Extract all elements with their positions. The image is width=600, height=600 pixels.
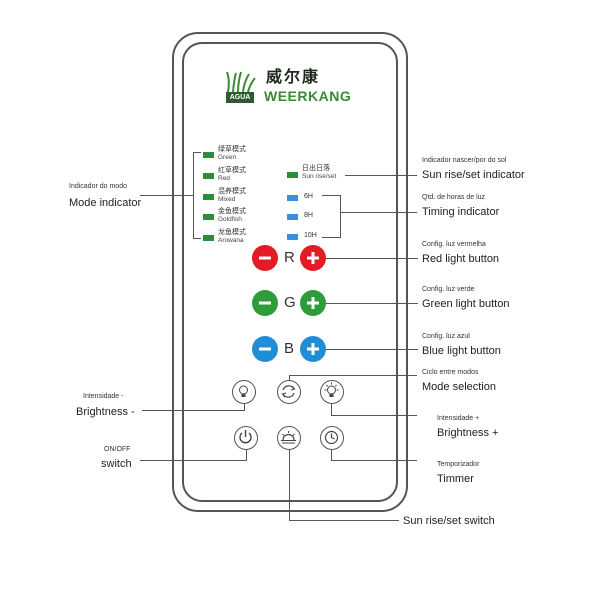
mode-led-green bbox=[203, 152, 214, 158]
mode-cn-label: 绿草模式 bbox=[218, 146, 246, 153]
annotation-sun-switch-en: Sun rise/set switch bbox=[403, 515, 495, 527]
plus-icon bbox=[307, 252, 319, 264]
timing-label-8h: 8H bbox=[304, 212, 313, 219]
timing-led-8h bbox=[287, 214, 298, 220]
sun-indicator-led bbox=[287, 172, 298, 178]
remote-body-outline bbox=[172, 32, 408, 512]
green-minus-button[interactable] bbox=[252, 290, 278, 316]
sun-en-label: Sun rise/set bbox=[302, 173, 337, 180]
annotation-mode-indicator-pt: Indicador do modo bbox=[69, 183, 127, 190]
timer-button[interactable] bbox=[320, 426, 344, 450]
plus-icon bbox=[307, 343, 319, 355]
annotation-brightness-plus-en: Brightness + bbox=[437, 427, 499, 439]
sun-rise-set-button[interactable] bbox=[277, 426, 301, 450]
annotation-mode-selection-en: Mode selection bbox=[422, 381, 496, 393]
annotation-timer-pt: Temporizador bbox=[437, 461, 480, 468]
mode-cn-label: 龙鱼模式 bbox=[218, 229, 246, 236]
mode-selection-button[interactable] bbox=[277, 380, 301, 404]
timing-label-6h: 6H bbox=[304, 193, 313, 200]
bulb-bright-icon bbox=[324, 382, 339, 397]
mode-cn-label: 混养模式 bbox=[218, 188, 246, 195]
brightness-minus-button[interactable] bbox=[232, 380, 256, 404]
minus-icon bbox=[259, 256, 271, 260]
brightness-plus-button[interactable] bbox=[320, 380, 344, 404]
annotation-sun-indicator-en: Sun rise/set indicator bbox=[422, 169, 525, 181]
power-button[interactable] bbox=[234, 426, 258, 450]
annotation-green-pt: Config. luz verde bbox=[422, 286, 475, 293]
logo-brand-text: WEERKANG bbox=[264, 88, 352, 104]
mode-en-label: Mixed bbox=[218, 196, 236, 203]
blue-letter: B bbox=[284, 340, 295, 357]
annotation-brightness-plus-pt: Intensidade + bbox=[437, 415, 480, 422]
timing-label-10h: 10H bbox=[304, 232, 317, 239]
minus-icon bbox=[259, 347, 271, 351]
mode-en-label: Green bbox=[218, 154, 237, 161]
mode-en-label: Goldfish bbox=[218, 216, 242, 223]
annotation-mode-selection-pt: Ciclo entre modos bbox=[422, 369, 479, 376]
annotation-red-en: Red light button bbox=[422, 253, 500, 265]
annotation-timing-pt: Qtd. de horas de luz bbox=[422, 194, 486, 201]
bulb-dim-icon bbox=[239, 385, 248, 397]
annotation-blue-en: Blue light button bbox=[422, 345, 501, 357]
annotation-mode-indicator-en: Mode indicator bbox=[69, 197, 142, 209]
mode-led-red bbox=[203, 173, 214, 179]
red-plus-button[interactable] bbox=[300, 245, 326, 271]
annotation-brightness-minus-pt: Intensidade - bbox=[83, 393, 124, 400]
red-letter: R bbox=[284, 249, 295, 266]
annotation-onoff-pt: ON/OFF bbox=[104, 446, 131, 453]
red-minus-button[interactable] bbox=[252, 245, 278, 271]
logo-chinese-text: 威尔康 bbox=[266, 67, 321, 86]
cycle-icon bbox=[281, 385, 296, 398]
annotation-timing-en: Timing indicator bbox=[422, 206, 500, 218]
green-letter: G bbox=[284, 294, 296, 311]
green-plus-button[interactable] bbox=[300, 290, 326, 316]
mode-led-mixed bbox=[203, 194, 214, 200]
blue-plus-button[interactable] bbox=[300, 336, 326, 362]
mode-cn-label: 红草模式 bbox=[218, 167, 246, 174]
mode-en-label: Arowana bbox=[218, 237, 244, 244]
annotation-brightness-minus-en: Brightness - bbox=[76, 406, 135, 418]
grass-logo-icon bbox=[226, 71, 256, 93]
sun-cn-label: 日出日落 bbox=[302, 165, 330, 172]
plus-icon bbox=[307, 297, 319, 309]
mode-led-goldfish bbox=[203, 214, 214, 220]
minus-icon bbox=[259, 301, 271, 305]
timing-led-6h bbox=[287, 195, 298, 201]
mode-en-label: Red bbox=[218, 175, 230, 182]
agua-logo-badge: AGUA bbox=[226, 92, 254, 103]
blue-minus-button[interactable] bbox=[252, 336, 278, 362]
remote-body-inner-outline bbox=[182, 42, 398, 502]
sunrise-icon bbox=[281, 431, 296, 444]
annotation-blue-pt: Config. luz azul bbox=[422, 333, 470, 340]
annotation-onoff-en: switch bbox=[101, 458, 132, 470]
mode-cn-label: 金鱼模式 bbox=[218, 208, 246, 215]
annotation-green-en: Green light button bbox=[422, 298, 510, 310]
power-icon bbox=[239, 430, 252, 444]
annotation-red-pt: Config. luz vermelha bbox=[422, 241, 486, 248]
mode-led-arowana bbox=[203, 235, 214, 241]
clock-icon bbox=[324, 430, 339, 445]
annotation-sun-indicator-pt: Indicador nascer/por do sol bbox=[422, 157, 507, 164]
annotation-timer-en: Timmer bbox=[437, 473, 474, 485]
timing-led-10h bbox=[287, 234, 298, 240]
